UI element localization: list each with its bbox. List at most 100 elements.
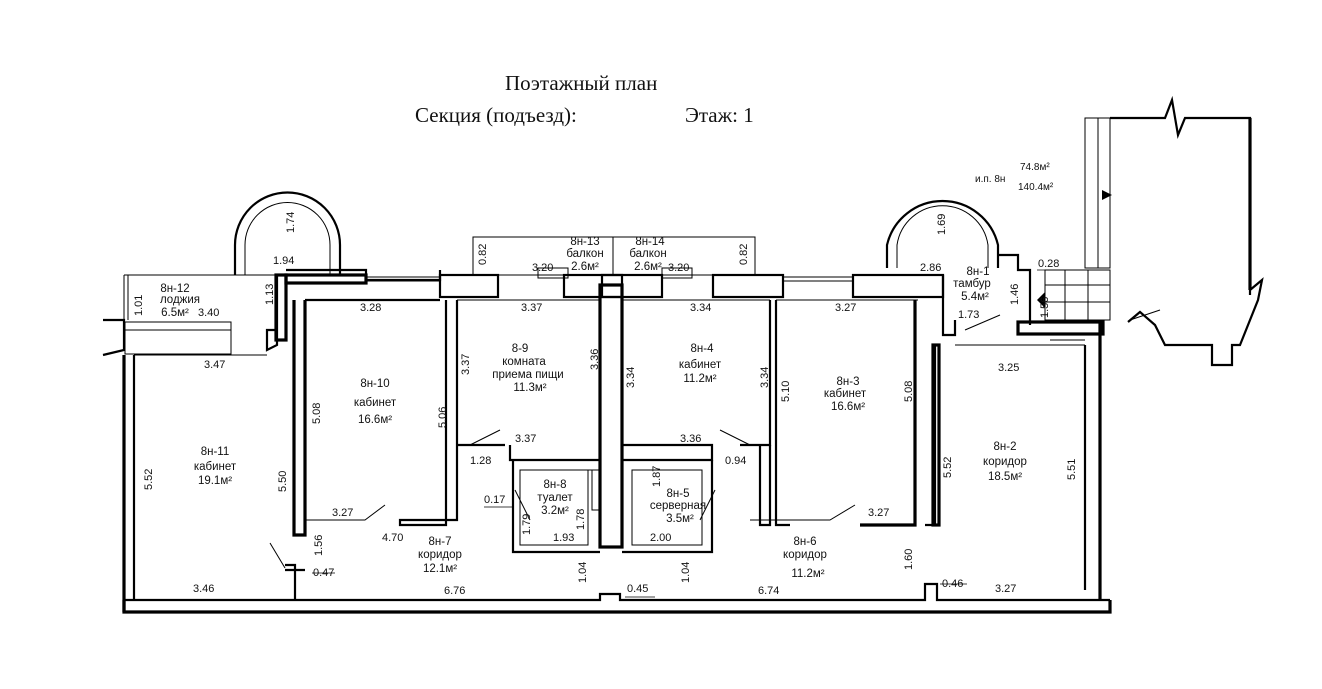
svg-text:5.52: 5.52 <box>143 469 155 490</box>
svg-text:коридор: коридор <box>783 549 827 561</box>
svg-text:5.50: 5.50 <box>277 471 289 492</box>
svg-text:8н-7: 8н-7 <box>429 536 452 548</box>
svg-text:3.28: 3.28 <box>360 302 381 314</box>
floor-label: Этаж: 1 <box>685 103 754 127</box>
svg-text:0.94: 0.94 <box>725 455 746 467</box>
svg-text:1.60: 1.60 <box>903 549 915 570</box>
svg-text:8н-11: 8н-11 <box>201 446 230 458</box>
svg-text:3.37: 3.37 <box>515 433 536 445</box>
svg-text:1.56: 1.56 <box>1039 297 1051 318</box>
svg-text:8н-6: 8н-6 <box>794 536 817 548</box>
svg-text:приема пищи: приема пищи <box>492 369 563 381</box>
room-8n-13: 8н-13 балкон 2.6м² <box>566 236 603 273</box>
svg-text:8н-12: 8н-12 <box>160 283 189 295</box>
svg-text:18.5м²: 18.5м² <box>988 471 1022 483</box>
interior-walls <box>134 298 1161 600</box>
svg-text:3.27: 3.27 <box>868 507 889 519</box>
svg-text:5.4м²: 5.4м² <box>961 291 989 303</box>
svg-text:1.93: 1.93 <box>553 532 574 544</box>
svg-text:8н-14: 8н-14 <box>635 236 665 248</box>
svg-text:5.08: 5.08 <box>311 403 323 424</box>
svg-text:3.46: 3.46 <box>193 583 214 595</box>
svg-text:1.04: 1.04 <box>577 562 589 583</box>
svg-text:1.01: 1.01 <box>133 295 145 316</box>
svg-text:кабинет: кабинет <box>824 388 867 400</box>
svg-text:кабинет: кабинет <box>354 397 397 409</box>
svg-text:0.28: 0.28 <box>1038 258 1059 270</box>
svg-text:коридор: коридор <box>983 456 1027 468</box>
svg-text:5.51: 5.51 <box>1066 459 1078 480</box>
svg-text:3.27: 3.27 <box>995 583 1016 595</box>
svg-text:1.87: 1.87 <box>651 466 663 487</box>
svg-text:3.47: 3.47 <box>204 359 225 371</box>
room-8n-12: 8н-12 лоджия 6.5м² <box>160 283 200 319</box>
svg-text:1.69: 1.69 <box>936 214 948 235</box>
svg-text:кабинет: кабинет <box>194 461 237 473</box>
svg-text:8н-2: 8н-2 <box>994 441 1017 453</box>
dimension-labels: 1.74 1.94 1.13 1.01 3.40 3.47 3.28 0.82 … <box>133 212 1078 597</box>
room-8n-8: 8н-8 туалет 3.2м² <box>537 479 573 517</box>
room-8n-1: 8н-1 тамбур 5.4м² <box>953 266 991 303</box>
svg-text:комната: комната <box>502 356 546 368</box>
room-8n-3: 8н-3 кабинет 16.6м² <box>824 376 867 413</box>
svg-text:3.2м²: 3.2м² <box>541 505 569 517</box>
room-8-9: 8-9 комната приема пищи 11.3м² <box>492 343 563 394</box>
svg-text:8н-3: 8н-3 <box>837 376 860 388</box>
svg-text:8н-13: 8н-13 <box>570 236 599 248</box>
svg-text:1.79: 1.79 <box>521 514 533 535</box>
summary-block: и.п. 8н 74.8м² 140.4м² <box>975 162 1054 193</box>
svg-text:8н-5: 8н-5 <box>667 488 690 500</box>
svg-text:5.52: 5.52 <box>942 457 954 478</box>
svg-text:1.46: 1.46 <box>1009 284 1021 305</box>
svg-text:16.6м²: 16.6м² <box>831 401 865 413</box>
svg-text:3.36: 3.36 <box>589 349 601 370</box>
room-8n-7: 8н-7 коридор 12.1м² <box>418 536 462 575</box>
svg-text:0.82: 0.82 <box>738 244 750 265</box>
svg-text:3.27: 3.27 <box>835 302 856 314</box>
room-8n-2: 8н-2 коридор 18.5м² <box>983 441 1027 483</box>
plan-title: Поэтажный план <box>505 71 657 95</box>
svg-text:16.6м²: 16.6м² <box>358 414 392 426</box>
svg-text:11.3м²: 11.3м² <box>513 382 546 394</box>
svg-text:лоджия: лоджия <box>160 294 200 306</box>
svg-text:3.40: 3.40 <box>198 307 219 319</box>
svg-text:1.94: 1.94 <box>273 255 294 267</box>
svg-text:6.5м²: 6.5м² <box>161 307 189 319</box>
svg-text:3.34: 3.34 <box>690 302 711 314</box>
svg-text:8н-4: 8н-4 <box>691 343 715 355</box>
room-8n-11: 8н-11 кабинет 19.1м² <box>194 446 237 487</box>
svg-text:тамбур: тамбур <box>953 278 991 290</box>
svg-text:3.5м²: 3.5м² <box>666 513 694 525</box>
svg-text:серверная: серверная <box>650 500 706 512</box>
svg-text:5.06: 5.06 <box>437 407 449 428</box>
svg-text:74.8м²: 74.8м² <box>1020 162 1050 173</box>
svg-text:балкон: балкон <box>629 248 666 260</box>
svg-text:1.73: 1.73 <box>958 309 979 321</box>
svg-text:0.45: 0.45 <box>627 583 648 595</box>
svg-text:3.36: 3.36 <box>680 433 701 445</box>
svg-text:3.25: 3.25 <box>998 362 1019 374</box>
svg-text:кабинет: кабинет <box>679 359 722 371</box>
svg-text:3.20: 3.20 <box>532 262 553 274</box>
room-8n-10: 8н-10 кабинет 16.6м² <box>354 378 397 426</box>
svg-text:11.2м²: 11.2м² <box>683 373 716 385</box>
svg-text:6.74: 6.74 <box>758 585 779 597</box>
svg-text:и.п. 8н: и.п. 8н <box>975 174 1005 185</box>
svg-text:туалет: туалет <box>537 492 573 504</box>
svg-text:1.13: 1.13 <box>264 284 276 305</box>
svg-text:3.20: 3.20 <box>668 262 689 274</box>
dimension-lines <box>312 269 1060 598</box>
svg-text:1.28: 1.28 <box>470 455 491 467</box>
svg-text:балкон: балкон <box>566 248 603 260</box>
svg-text:2.00: 2.00 <box>650 532 671 544</box>
svg-text:3.37: 3.37 <box>460 354 472 375</box>
svg-text:8н-1: 8н-1 <box>967 266 990 278</box>
svg-text:1.56: 1.56 <box>313 535 325 556</box>
svg-text:3.34: 3.34 <box>625 367 637 388</box>
svg-text:4.70: 4.70 <box>382 532 403 544</box>
outer-walls <box>102 95 1264 614</box>
svg-text:8-9: 8-9 <box>512 343 529 355</box>
svg-text:3.27: 3.27 <box>332 507 353 519</box>
svg-text:140.4м²: 140.4м² <box>1018 182 1054 193</box>
svg-text:3.37: 3.37 <box>521 302 542 314</box>
